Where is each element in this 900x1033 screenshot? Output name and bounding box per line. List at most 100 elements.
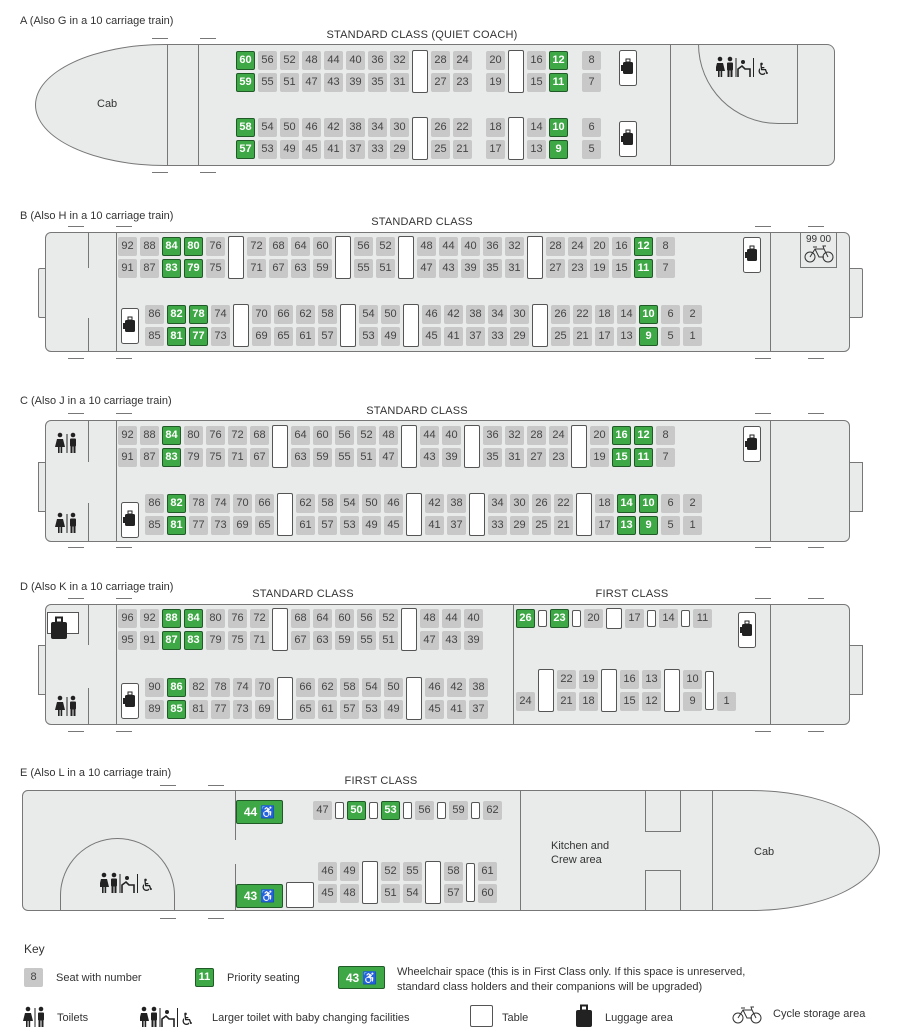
seat[interactable]: 51 <box>379 631 398 650</box>
priority-seat[interactable]: 57 <box>236 140 255 159</box>
seat[interactable]: 72 <box>228 426 247 445</box>
seat[interactable]: 39 <box>442 448 461 467</box>
seat[interactable]: 20 <box>486 51 505 70</box>
seat[interactable]: 30 <box>510 305 529 324</box>
wheelchair-space[interactable]: 43♿ <box>236 884 283 908</box>
seat[interactable]: 35 <box>483 448 502 467</box>
seat[interactable]: 63 <box>291 259 310 278</box>
seat[interactable]: 70 <box>252 305 271 324</box>
seat[interactable]: 11 <box>693 609 712 628</box>
seat[interactable]: 28 <box>546 237 565 256</box>
seat[interactable]: 86 <box>145 494 164 513</box>
seat[interactable]: 21 <box>557 692 576 711</box>
seat[interactable]: 92 <box>140 609 159 628</box>
seat[interactable]: 67 <box>250 448 269 467</box>
seat[interactable]: 46 <box>425 678 444 697</box>
priority-seat[interactable]: 10 <box>639 305 658 324</box>
seat[interactable]: 41 <box>444 327 463 346</box>
seat[interactable]: 53 <box>362 700 381 719</box>
seat[interactable]: 45 <box>422 327 441 346</box>
seat[interactable]: 43 <box>324 73 343 92</box>
seat[interactable]: 78 <box>211 678 230 697</box>
seat[interactable]: 88 <box>140 426 159 445</box>
seat[interactable]: 13 <box>642 670 661 689</box>
seat[interactable]: 46 <box>422 305 441 324</box>
seat[interactable]: 61 <box>296 327 315 346</box>
seat[interactable]: 41 <box>425 516 444 535</box>
priority-seat[interactable]: 12 <box>634 426 653 445</box>
seat[interactable]: 82 <box>189 678 208 697</box>
seat[interactable]: 61 <box>318 700 337 719</box>
seat[interactable]: 55 <box>335 448 354 467</box>
seat[interactable]: 58 <box>444 862 463 881</box>
priority-seat[interactable]: 50 <box>347 801 366 820</box>
seat[interactable]: 20 <box>590 237 609 256</box>
seat[interactable]: 52 <box>381 862 400 881</box>
seat[interactable]: 27 <box>527 448 546 467</box>
seat[interactable]: 62 <box>296 305 315 324</box>
priority-seat[interactable]: 82 <box>167 494 186 513</box>
seat[interactable]: 40 <box>346 51 365 70</box>
seat[interactable]: 20 <box>590 426 609 445</box>
seat[interactable]: 64 <box>313 609 332 628</box>
seat[interactable]: 30 <box>390 118 409 137</box>
seat[interactable]: 48 <box>302 51 321 70</box>
priority-seat[interactable]: 13 <box>617 516 636 535</box>
seat[interactable]: 90 <box>145 678 164 697</box>
seat[interactable]: 45 <box>384 516 403 535</box>
seat[interactable]: 59 <box>449 801 468 820</box>
seat[interactable]: 68 <box>250 426 269 445</box>
seat[interactable]: 75 <box>206 259 225 278</box>
seat[interactable]: 50 <box>280 118 299 137</box>
seat[interactable]: 51 <box>376 259 395 278</box>
seat[interactable]: 96 <box>118 609 137 628</box>
seat[interactable]: 41 <box>447 700 466 719</box>
seat[interactable]: 92 <box>118 426 137 445</box>
seat[interactable]: 5 <box>661 516 680 535</box>
seat[interactable]: 30 <box>510 494 529 513</box>
wheelchair-space[interactable]: 44♿ <box>236 800 283 824</box>
seat[interactable]: 59 <box>313 259 332 278</box>
seat[interactable]: 47 <box>313 801 332 820</box>
seat[interactable]: 26 <box>551 305 570 324</box>
seat[interactable]: 38 <box>469 678 488 697</box>
seat[interactable]: 60 <box>335 609 354 628</box>
seat[interactable]: 36 <box>368 51 387 70</box>
priority-seat[interactable]: 85 <box>167 700 186 719</box>
seat[interactable]: 28 <box>527 426 546 445</box>
seat[interactable]: 72 <box>247 237 266 256</box>
seat[interactable]: 71 <box>228 448 247 467</box>
seat[interactable]: 24 <box>568 237 587 256</box>
seat[interactable]: 39 <box>464 631 483 650</box>
seat[interactable]: 45 <box>318 884 337 903</box>
priority-seat[interactable]: 15 <box>612 448 631 467</box>
seat[interactable]: 78 <box>189 494 208 513</box>
priority-seat[interactable]: 11 <box>634 259 653 278</box>
seat[interactable]: 49 <box>384 700 403 719</box>
priority-seat[interactable]: 80 <box>184 237 203 256</box>
seat[interactable]: 47 <box>417 259 436 278</box>
seat[interactable]: 6 <box>661 305 680 324</box>
seat[interactable]: 43 <box>420 448 439 467</box>
seat[interactable]: 74 <box>233 678 252 697</box>
seat[interactable]: 32 <box>505 237 524 256</box>
seat[interactable]: 16 <box>612 237 631 256</box>
seat[interactable]: 47 <box>379 448 398 467</box>
seat[interactable]: 20 <box>584 609 603 628</box>
seat[interactable]: 57 <box>444 884 463 903</box>
seat[interactable]: 45 <box>425 700 444 719</box>
seat[interactable]: 58 <box>318 494 337 513</box>
seat[interactable]: 64 <box>291 426 310 445</box>
seat[interactable]: 76 <box>228 609 247 628</box>
seat[interactable]: 91 <box>118 448 137 467</box>
seat[interactable]: 60 <box>478 884 497 903</box>
priority-seat[interactable]: 83 <box>162 448 181 467</box>
seat[interactable]: 47 <box>302 73 321 92</box>
seat[interactable]: 42 <box>324 118 343 137</box>
seat[interactable]: 39 <box>461 259 480 278</box>
seat[interactable]: 31 <box>390 73 409 92</box>
priority-seat[interactable]: 77 <box>189 327 208 346</box>
seat[interactable]: 48 <box>340 884 359 903</box>
seat[interactable]: 8 <box>582 51 601 70</box>
priority-seat[interactable]: 58 <box>236 118 255 137</box>
